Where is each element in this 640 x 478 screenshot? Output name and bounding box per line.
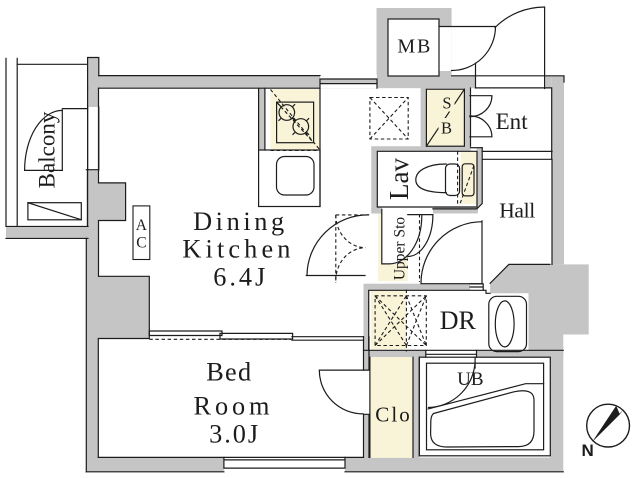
svg-text:Lav: Lav [384, 158, 414, 200]
svg-text:6.4J: 6.4J [213, 262, 265, 291]
svg-text:3.0J: 3.0J [209, 419, 258, 448]
svg-text:B: B [441, 119, 452, 138]
svg-text:Bed: Bed [206, 358, 251, 387]
svg-text:Ent: Ent [496, 109, 529, 134]
svg-text:Dining: Dining [193, 207, 284, 236]
svg-text:Hall: Hall [499, 199, 535, 223]
svg-text:Balcony: Balcony [35, 111, 60, 188]
svg-text:N: N [581, 441, 593, 460]
svg-text:Kitchen: Kitchen [182, 235, 290, 264]
svg-text:A: A [136, 217, 148, 234]
svg-text:Clo: Clo [375, 403, 410, 427]
svg-text:DR: DR [440, 306, 477, 335]
svg-text:MB: MB [397, 35, 430, 57]
svg-text:C: C [136, 235, 146, 252]
svg-text:UB: UB [457, 369, 483, 390]
svg-text:Room: Room [194, 391, 271, 420]
svg-text:Upper Sto: Upper Sto [392, 217, 409, 281]
svg-text:S: S [442, 94, 451, 113]
